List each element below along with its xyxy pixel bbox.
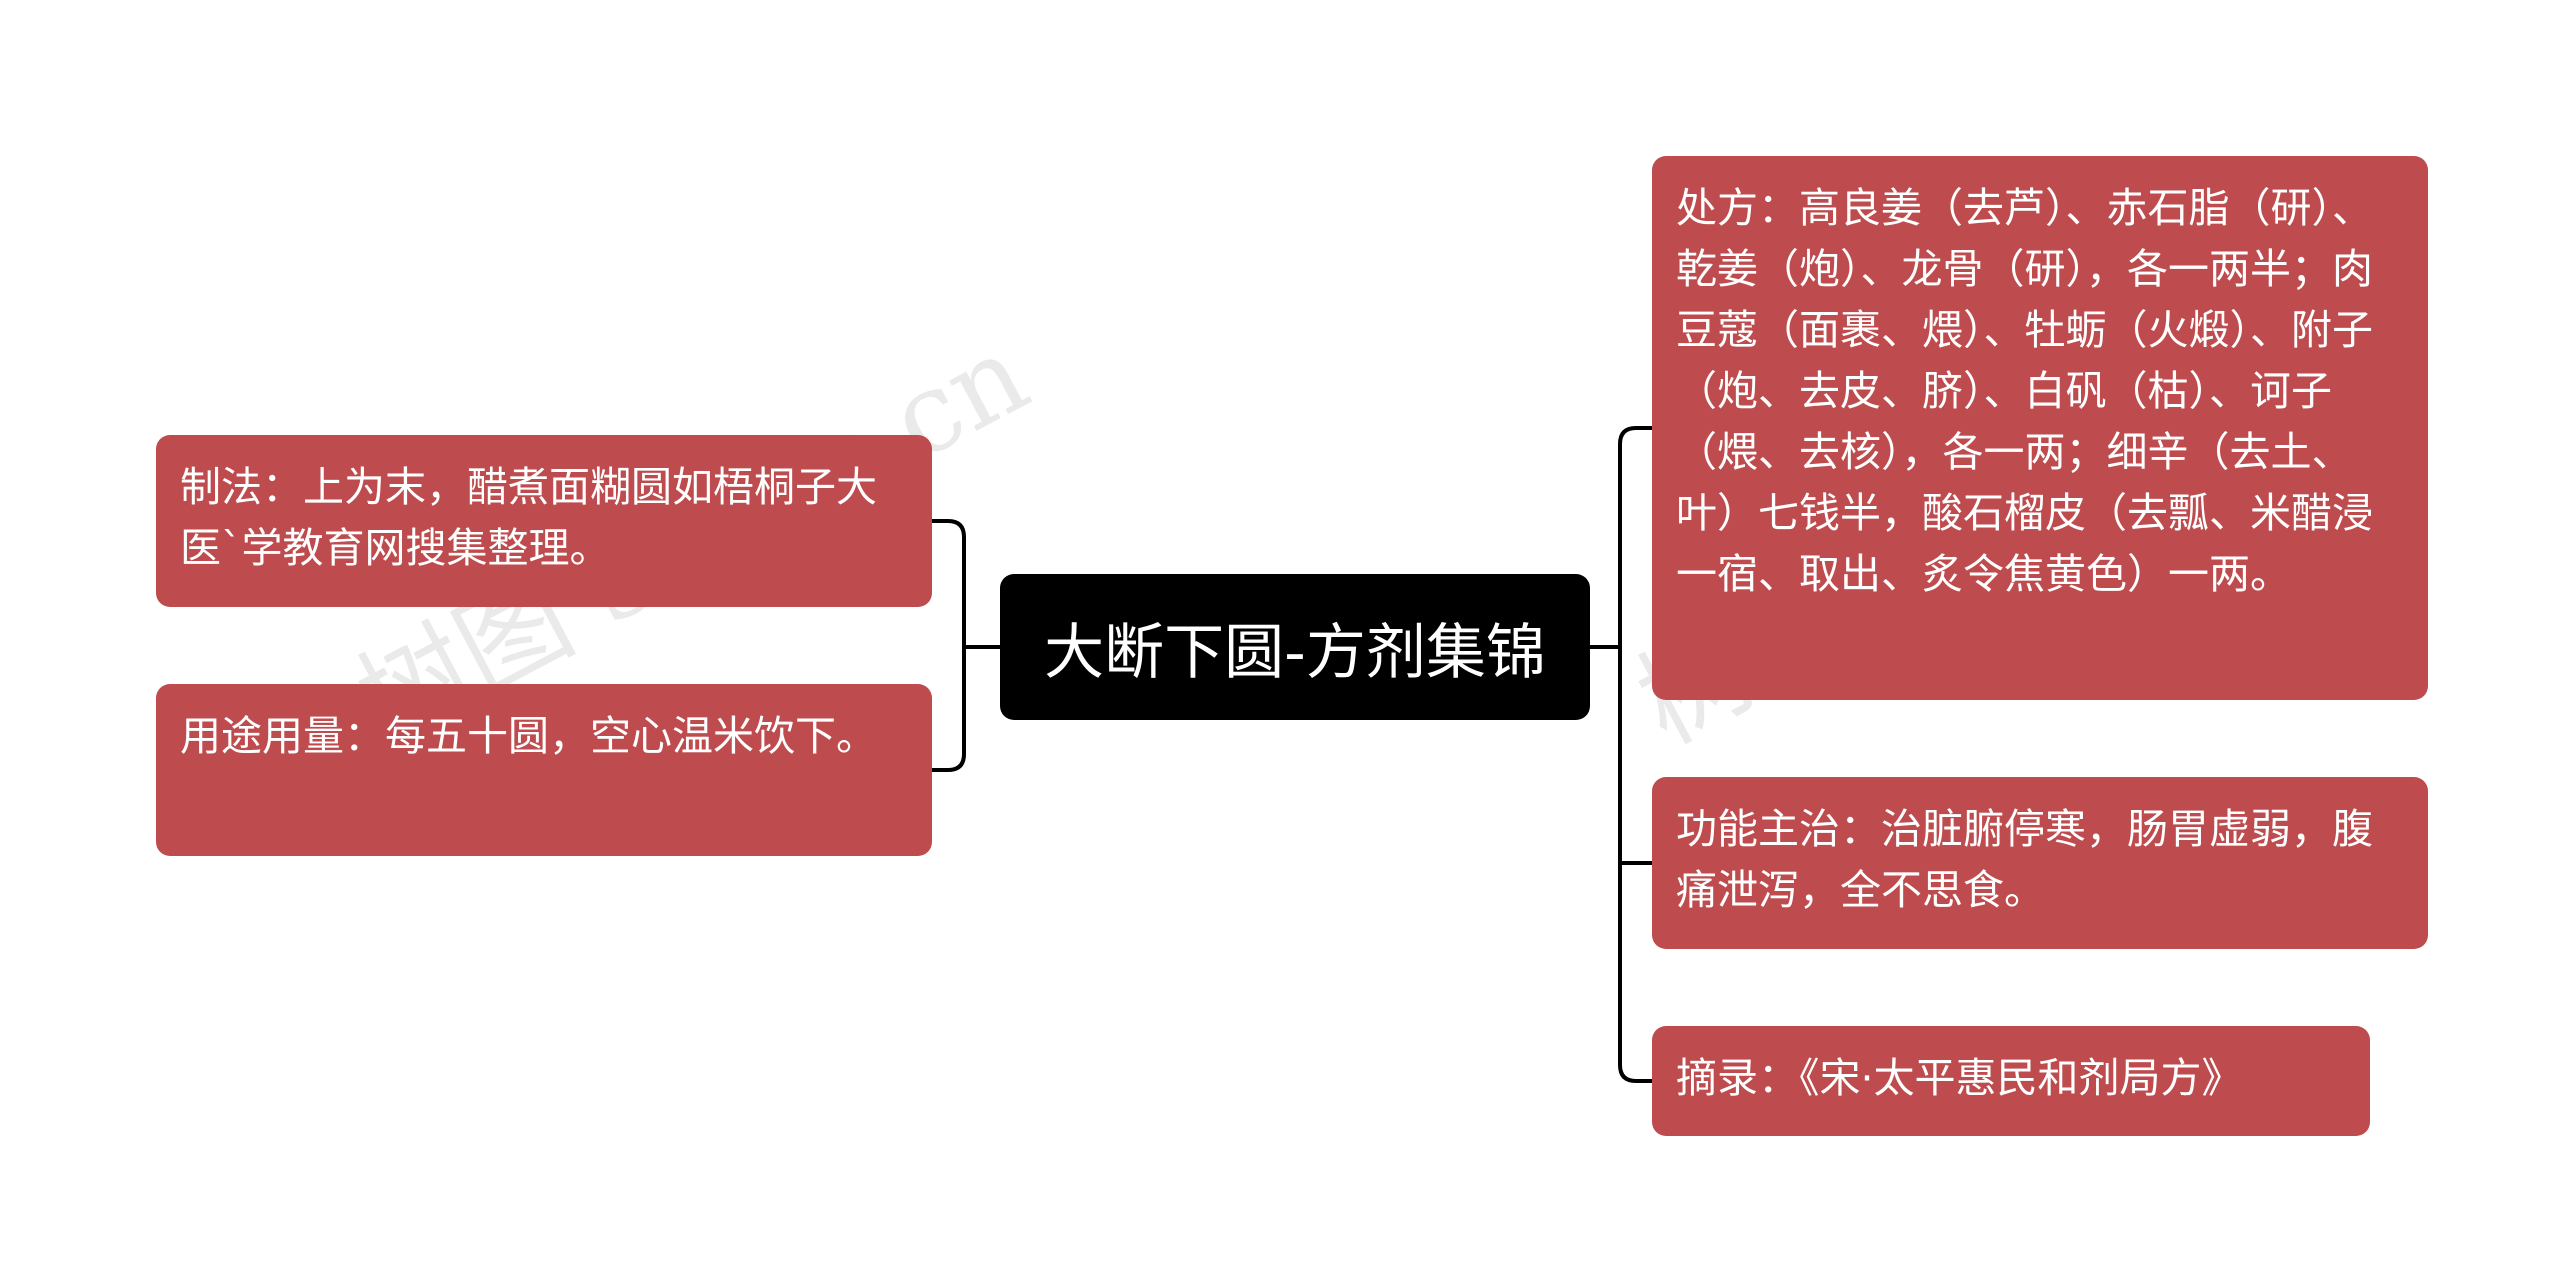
node-function-indication[interactable]: 功能主治：治脏腑停寒，肠胃虚弱，腹痛泄泻，全不思食。 (1652, 777, 2428, 949)
root-node[interactable]: 大断下圆-方剂集锦 (1000, 574, 1590, 720)
root-title: 大断下圆-方剂集锦 (1044, 617, 1546, 688)
node-preparation-method[interactable]: 制法：上为末，醋煮面糊圆如梧桐子大医`学教育网搜集整理。 (156, 435, 932, 607)
node-text: 用途用量：每五十圆，空心温米饮下。 (180, 712, 877, 760)
connector-right-trunk (1618, 426, 1652, 1083)
node-prescription[interactable]: 处方：高良姜（去芦）、赤石脂（研）、乾姜（炮）、龙骨（研），各一两半；肉豆蔻（面… (1652, 156, 2428, 700)
connector-left-bracket (932, 519, 966, 772)
node-source-excerpt[interactable]: 摘录：《宋·太平惠民和剂局方》 (1652, 1026, 2370, 1136)
node-text: 摘录：《宋·太平惠民和剂局方》 (1676, 1054, 2243, 1102)
node-text: 功能主治：治脏腑停寒，肠胃虚弱，腹痛泄泻，全不思食。 (1676, 805, 2373, 914)
node-text: 制法：上为末，醋煮面糊圆如梧桐子大医`学教育网搜集整理。 (180, 463, 877, 572)
node-usage-dosage[interactable]: 用途用量：每五十圆，空心温米饮下。 (156, 684, 932, 856)
node-text: 处方：高良姜（去芦）、赤石脂（研）、乾姜（炮）、龙骨（研），各一两半；肉豆蔻（面… (1676, 184, 2373, 598)
